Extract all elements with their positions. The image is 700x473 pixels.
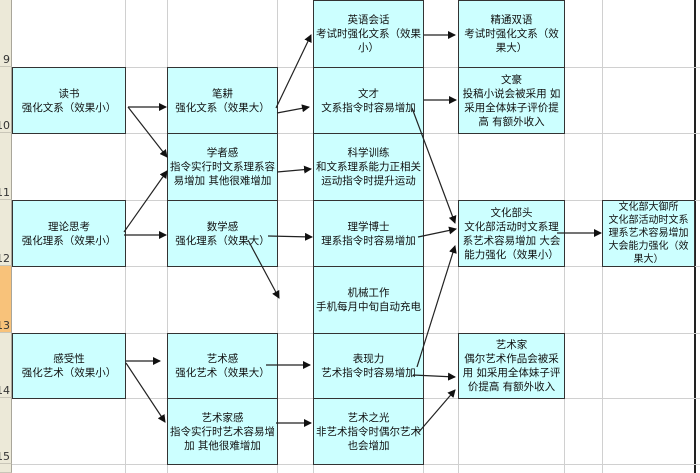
node-desc: 考试时强化文系（效果小） <box>316 28 421 54</box>
node-desc: 强化理系（效果大） <box>175 234 270 247</box>
arrow <box>416 245 457 368</box>
node-desc: 手机每月中旬自动充电 <box>316 301 421 313</box>
row-header[interactable]: 15 <box>0 398 12 464</box>
arrow <box>267 232 313 241</box>
arrow <box>276 165 312 174</box>
node-wenhao[interactable]: 文豪投稿小说会被采用 如采用全体妹子评价提高 有额外收入 <box>458 67 565 134</box>
node-dushu[interactable]: 读书强化文系（效果小） <box>12 67 126 134</box>
node-title: 文才 <box>358 87 379 100</box>
node-desc: 指令实行时艺术容易增加 其他很难增加 <box>170 425 275 452</box>
row-header[interactable]: 10 <box>0 67 12 133</box>
node-desc: 和文系理系能力正相关运动指令时提升运动 <box>316 161 421 187</box>
arrow <box>247 239 280 299</box>
node-title: 笔耕 <box>212 87 233 100</box>
node-desc: 偶尔艺术作品会被采用 如采用全体妹子评价提高 有额外收入 <box>462 353 561 393</box>
arrow <box>127 106 168 158</box>
node-title: 艺术之光 <box>347 411 390 424</box>
arrow <box>125 362 166 423</box>
node-title: 科学训练 <box>347 147 390 159</box>
node-yishuzhiguang[interactable]: 艺术之光非艺术指令时偶尔艺术也会增加 <box>313 398 424 465</box>
node-yingyu[interactable]: 英语会话考试时强化文系（效果小） <box>313 0 424 68</box>
node-desc: 强化艺术（效果小） <box>21 367 117 379</box>
node-title: 读书 <box>58 87 80 100</box>
node-desc: 强化文系（效果小） <box>21 101 117 114</box>
node-desc: 考试时强化文系（效果大） <box>464 28 559 54</box>
arrow <box>412 372 456 381</box>
arrow <box>123 170 168 233</box>
node-title: 学者感 <box>206 147 239 159</box>
node-lixue[interactable]: 理学博士理系指令时容易增加 <box>313 200 424 267</box>
node-biaoxian[interactable]: 表现力艺术指令时容易增加 <box>313 333 424 399</box>
node-desc: 非艺术指令时偶尔艺术也会增加 <box>316 425 421 452</box>
node-desc: 投稿小说会被采用 如采用全体妹子评价提高 有额外收入 <box>462 87 561 128</box>
node-title: 艺术家感 <box>201 411 244 424</box>
node-title: 机械工作 <box>347 287 390 299</box>
row-header[interactable]: 11 <box>0 133 12 200</box>
node-desc: 理系指令时容易增加 <box>321 234 416 247</box>
node-desc: 强化文系（效果大） <box>175 101 270 114</box>
node-dayusuo[interactable]: 文化部大御所文化部活动时文系理系艺术容易增加大会能力强化（效果大） <box>602 200 695 267</box>
node-desc: 强化理系（效果小） <box>21 234 117 247</box>
node-ganshou[interactable]: 感受性强化艺术（效果小） <box>12 333 126 399</box>
node-title: 文化部头 <box>490 206 533 219</box>
node-desc: 指令实行时文系理系容易增加 其他很难增加 <box>170 161 275 187</box>
node-desc: 文系指令时容易增加 <box>321 101 416 114</box>
node-yishugan[interactable]: 艺术感强化艺术（效果大） <box>167 333 278 399</box>
node-desc: 艺术指令时容易增加 <box>321 367 416 379</box>
node-title: 表现力 <box>352 353 385 365</box>
node-title: 精通双语 <box>490 14 533 26</box>
node-desc: 强化艺术（效果大） <box>175 367 270 379</box>
row-header[interactable]: 9 <box>0 0 12 67</box>
row-header[interactable]: 12 <box>0 200 12 266</box>
arrow <box>411 107 457 224</box>
node-yishujia[interactable]: 艺术家偶尔艺术作品会被采用 如采用全体妹子评价提高 有额外收入 <box>458 333 565 399</box>
arrow <box>276 104 310 114</box>
node-jixie[interactable]: 机械工作手机每月中旬自动充电 <box>313 266 424 334</box>
node-desc: 文化部活动时文系理系艺术容易增加 大会能力强化（效果小） <box>462 220 561 261</box>
arrow <box>275 34 312 109</box>
node-title: 数学感 <box>206 220 239 233</box>
node-xuezhe[interactable]: 学者感指令实行时文系理系容易增加 其他很难增加 <box>167 133 278 201</box>
arrow <box>417 226 457 238</box>
node-title: 艺术感 <box>206 353 239 365</box>
node-title: 文化部大御所 <box>618 202 679 213</box>
node-jingtong[interactable]: 精通双语考试时强化文系（效果大） <box>458 0 565 68</box>
grid-line <box>694 0 696 473</box>
row-header[interactable]: 14 <box>0 333 12 398</box>
node-title: 艺术家 <box>495 339 528 351</box>
row-header-selected[interactable]: 13 <box>0 266 12 333</box>
node-wenhuabutou[interactable]: 文化部头文化部活动时文系理系艺术容易增加 大会能力强化（效果小） <box>458 200 565 267</box>
arrow <box>417 389 456 434</box>
node-title: 理学博士 <box>347 220 390 233</box>
node-title: 感受性 <box>53 353 85 365</box>
node-shuxue[interactable]: 数学感强化理系（效果大） <box>167 200 278 267</box>
node-desc: 文化部活动时文系理系艺术容易增加大会能力强化（效果大） <box>608 215 689 265</box>
node-title: 文豪 <box>501 73 522 86</box>
node-kexue[interactable]: 科学训练和文系理系能力正相关运动指令时提升运动 <box>313 133 424 201</box>
node-yishujiagan[interactable]: 艺术家感指令实行时艺术容易增加 其他很难增加 <box>167 398 278 465</box>
node-lilun[interactable]: 理论思考强化理系（效果小） <box>12 200 126 267</box>
node-title: 英语会话 <box>347 14 390 26</box>
node-title: 理论思考 <box>48 220 90 233</box>
node-bigeng[interactable]: 笔耕强化文系（效果大） <box>167 67 278 134</box>
